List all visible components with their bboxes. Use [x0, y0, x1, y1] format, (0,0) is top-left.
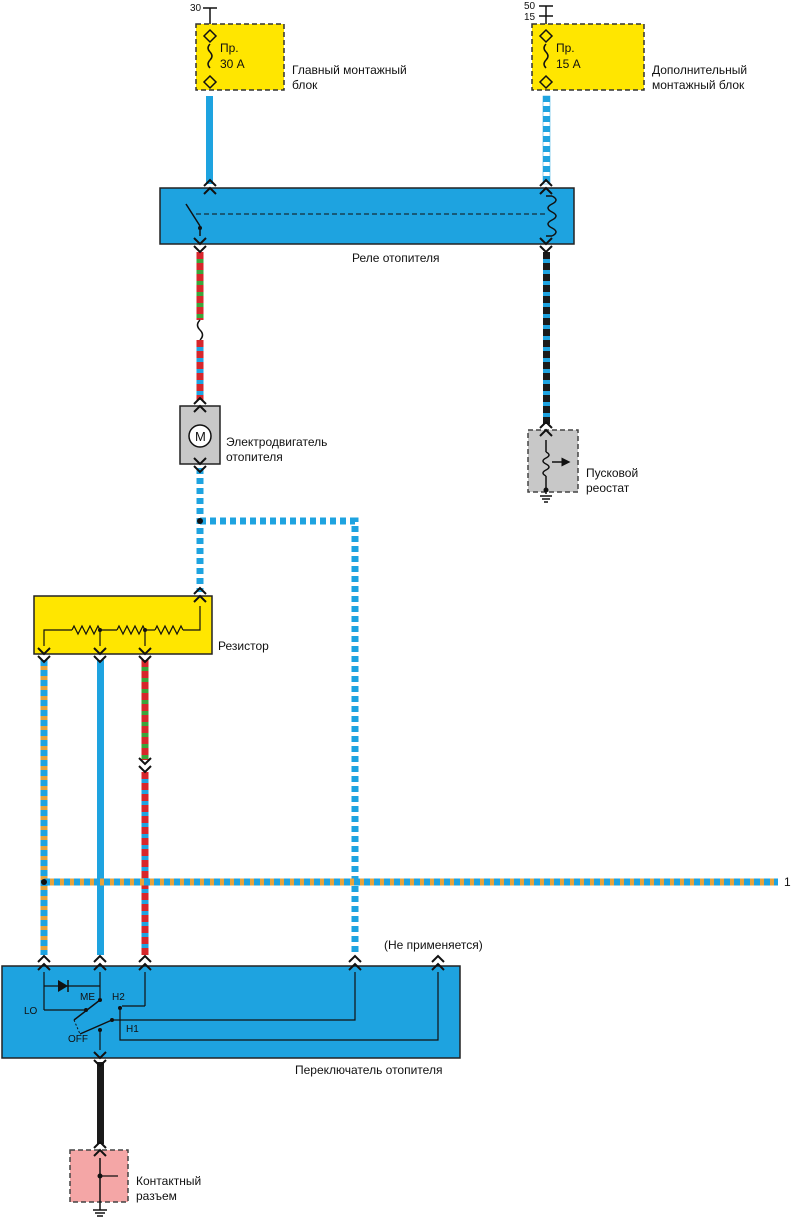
diode-icon — [58, 980, 68, 992]
switch-pos-h1: H1 — [126, 1024, 139, 1035]
inline-connector — [138, 757, 152, 774]
heater-relay: Реле отопителя — [159, 178, 575, 265]
wires — [40, 95, 778, 1144]
fusible-link — [196, 319, 204, 341]
switch-pos-me: ME — [80, 992, 95, 1003]
switch-pos-lo: LO — [24, 1006, 38, 1017]
motor-label-line2: отопителя — [226, 450, 283, 464]
wire-fuse2-relay — [542, 95, 551, 185]
rheostat-label-line2: реостат — [586, 481, 630, 495]
connector-label-line2: разъем — [136, 1189, 177, 1203]
wire-resistor-me — [97, 660, 104, 955]
fuse2-rating: 15 А — [556, 57, 581, 71]
starting-rheostat: Пусковой реостат — [527, 420, 638, 503]
fuse2-desc-line1: Дополнительный — [652, 63, 747, 77]
fuse1-name: Пр. — [220, 41, 239, 55]
motor-symbol: M — [195, 429, 206, 444]
fuse1-terminal-label: 30 — [190, 3, 202, 14]
heater-switch: LO ME H2 H1 OFF (Не применяется) Переклю… — [1, 938, 483, 1077]
switch-pos-off: OFF — [68, 1034, 88, 1045]
resistor-block: Резистор — [33, 586, 269, 664]
relay-label: Реле отопителя — [352, 251, 440, 265]
fuse1-desc-line2: блок — [292, 78, 318, 92]
heater-motor: M Электродвигатель отопителя — [179, 396, 327, 474]
motor-icon — [188, 424, 212, 448]
switch-not-used-label: (Не применяется) — [384, 938, 483, 952]
junction-dot — [197, 518, 203, 524]
junction-dot — [41, 879, 47, 885]
wire-motor-resistor — [196, 468, 204, 592]
fuse2-terminal-label-2: 15 — [524, 12, 536, 23]
wire-switch-ground — [97, 1062, 104, 1144]
fuse1-desc-line1: Главный монтажный — [292, 63, 407, 77]
switch-pos-h2: H2 — [112, 992, 125, 1003]
motor-label-line1: Электродвигатель — [226, 435, 327, 449]
fuse2-terminal-label-1: 50 — [524, 1, 536, 12]
fuse-aux-block: 50 15 Пр. 15 А Дополнительный монтажный … — [524, 1, 747, 92]
switch-label: Переключатель отопителя — [295, 1063, 442, 1077]
fuse2-desc-line2: монтажный блок — [652, 78, 745, 92]
wire-fuse1-relay — [206, 96, 213, 184]
bus-label: 1 — [784, 875, 791, 889]
resistor-label: Резистор — [218, 639, 269, 653]
fuse-main-block: 30 Пр. 30 А Главный монтажный блок — [190, 3, 407, 92]
rheostat-label-line1: Пусковой — [586, 466, 638, 480]
contact-connector: Контактный разъем — [69, 1140, 201, 1217]
wire-motor-switch-branch — [200, 517, 359, 955]
fuse2-name: Пр. — [556, 41, 575, 55]
connector-label-line1: Контактный — [136, 1174, 201, 1188]
fuse1-rating: 30 А — [220, 57, 245, 71]
